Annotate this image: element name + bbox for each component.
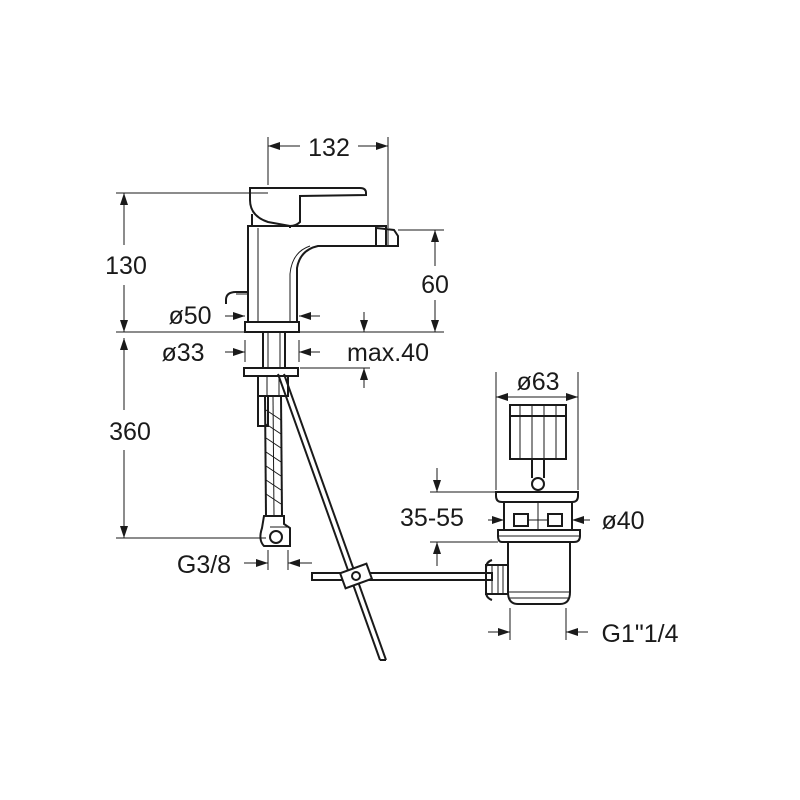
dimension-g38: G3/8: [177, 550, 312, 579]
dimension-35-55: 35-55: [400, 468, 498, 566]
dim-label-dia40: ø40: [601, 507, 644, 535]
waste-assembly: [485, 372, 581, 605]
dimension-max40: max.40: [300, 312, 429, 388]
dimension-dia33: ø33: [161, 339, 320, 367]
dimension-dia63: ø63: [496, 368, 578, 401]
dim-label-35-55: 35-55: [400, 504, 464, 532]
dimension-360: 360: [109, 338, 266, 539]
dim-label-dia50: ø50: [168, 302, 211, 330]
dim-label-g1-1-4: G1"1/4: [602, 620, 679, 648]
flexible-hose: [259, 395, 291, 547]
dim-label-130: 130: [105, 252, 147, 280]
dim-label-g38: G3/8: [177, 551, 231, 579]
dim-label-360: 360: [109, 418, 151, 446]
dimension-60: 60: [300, 229, 449, 333]
dimension-dia50: ø50: [168, 302, 320, 330]
dim-label-dia63: ø63: [516, 368, 559, 396]
dim-label-dia33: ø33: [161, 339, 204, 367]
dim-label-132: 132: [308, 134, 350, 162]
dimension-dia40: ø40: [488, 507, 645, 535]
dimension-g1-1-4: G1"1/4: [488, 608, 679, 648]
dimension-130: 130: [105, 192, 268, 333]
dim-label-max40: max.40: [347, 339, 429, 367]
dim-label-60: 60: [421, 271, 449, 299]
dimension-132: 132: [267, 134, 389, 228]
faucet-body: [225, 187, 399, 333]
